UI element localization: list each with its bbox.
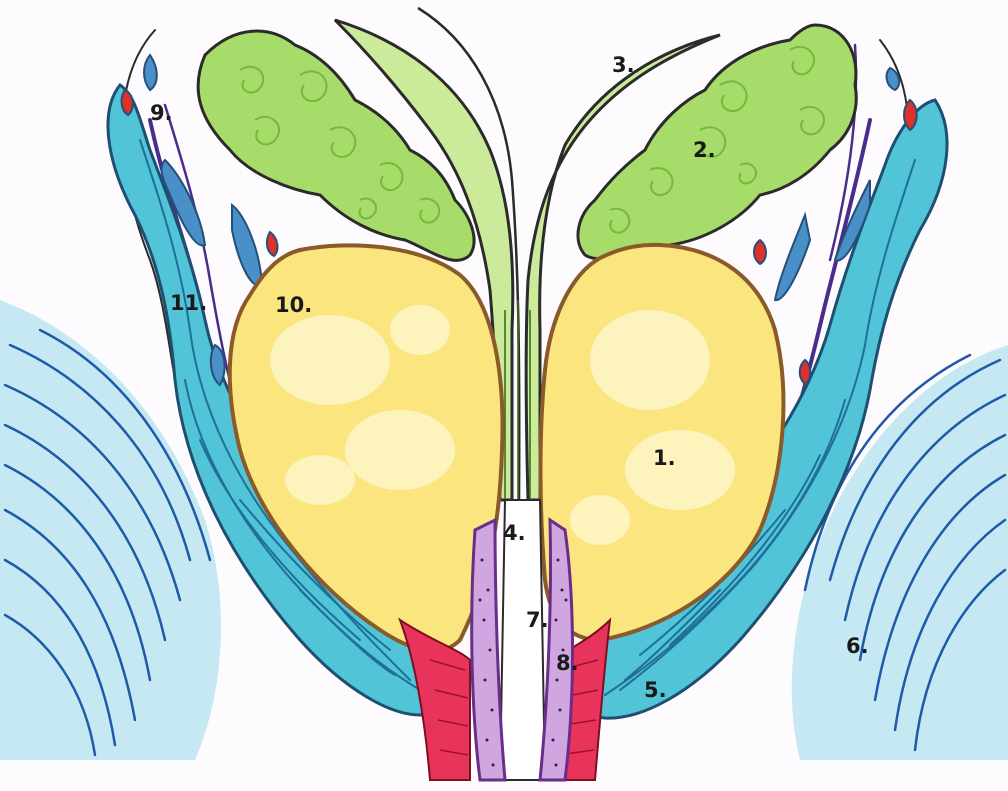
label-1-prostate: 1.: [653, 446, 676, 470]
label-2-seminal-vesicle: 2.: [693, 138, 716, 162]
label-5-levator-ani: 5.: [644, 678, 667, 702]
label-7-urethra: 7.: [526, 608, 549, 632]
label-10-prostate-lobe: 10.: [275, 293, 312, 317]
label-9-vessels: 9.: [150, 101, 173, 125]
label-8-sphincter: 8.: [556, 651, 579, 675]
label-11-fascia: 11.: [170, 291, 207, 315]
label-3-vas-deferens: 3.: [612, 53, 635, 77]
label-4-urethral-lumen: 4.: [503, 521, 526, 545]
label-6-obturator-muscle: 6.: [846, 634, 869, 658]
